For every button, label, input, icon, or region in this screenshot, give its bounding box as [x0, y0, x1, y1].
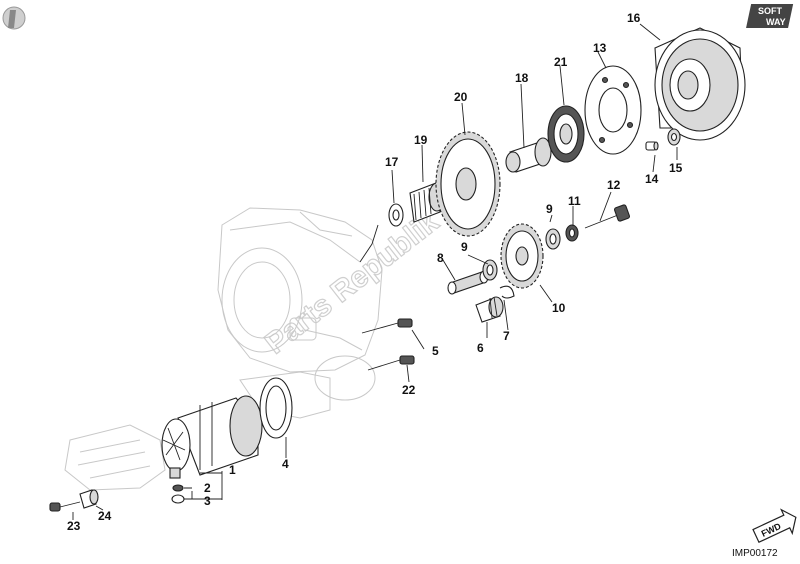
callout-11: 11 — [568, 194, 581, 208]
callout-9-upper: 9 — [546, 202, 553, 216]
callout-17: 17 — [385, 155, 399, 169]
fwd-arrow-icon: FWD — [752, 508, 797, 544]
callout-7: 7 — [503, 329, 510, 343]
washer-9-upper — [545, 228, 561, 250]
starter-motor — [161, 395, 263, 479]
logo-line2: WAY — [766, 17, 786, 27]
spacer-24 — [79, 489, 99, 509]
callout-3: 3 — [204, 494, 211, 508]
gear-10 — [500, 223, 544, 289]
callout-labels: 1 2 3 4 5 6 7 8 9 9 10 11 12 13 14 15 16… — [67, 11, 683, 533]
callout-16: 16 — [627, 11, 641, 25]
callout-20: 20 — [454, 90, 468, 104]
logo-line1: SOFT — [758, 6, 783, 16]
callout-4: 4 — [282, 457, 289, 471]
gear-20 — [435, 131, 501, 237]
callout-10: 10 — [552, 301, 566, 315]
softway-logo: SOFT WAY — [746, 4, 794, 28]
callout-18: 18 — [515, 71, 529, 85]
screw-5 — [361, 318, 413, 334]
washer-2 — [172, 484, 184, 492]
bushing-15 — [667, 128, 681, 146]
freewheel-21 — [547, 105, 585, 163]
washer-17 — [388, 203, 404, 227]
callout-23: 23 — [67, 519, 81, 533]
callout-19: 19 — [414, 133, 428, 147]
flange-13 — [584, 65, 642, 155]
shaft-8 — [447, 270, 489, 295]
bolt-12 — [584, 204, 631, 229]
hub-18 — [505, 137, 552, 173]
callout-1: 1 — [229, 463, 236, 477]
callout-15: 15 — [669, 161, 683, 175]
clip-7 — [499, 285, 515, 299]
drawing-code: IMP00172 — [732, 548, 778, 559]
callout-8: 8 — [437, 251, 444, 265]
gasket-4 — [259, 377, 293, 439]
callout-2: 2 — [204, 481, 211, 495]
washer-11 — [565, 224, 579, 242]
callout-24: 24 — [98, 509, 112, 523]
callout-6: 6 — [477, 341, 484, 355]
washer-9-lower — [482, 259, 498, 281]
corner-mark-icon — [2, 6, 26, 30]
screw-23 — [49, 501, 81, 512]
rotor-16 — [654, 27, 746, 141]
callout-5: 5 — [432, 344, 439, 358]
leader-lines — [72, 23, 678, 520]
washer-3 — [171, 494, 185, 504]
callout-22: 22 — [402, 383, 416, 397]
callout-9-lower: 9 — [461, 240, 468, 254]
dowel-14 — [645, 141, 659, 151]
callout-14: 14 — [645, 172, 659, 186]
callout-13: 13 — [593, 41, 607, 55]
pinion-gear-6 — [475, 296, 504, 323]
screw-22 — [367, 355, 415, 371]
callout-12: 12 — [607, 178, 621, 192]
callout-21: 21 — [554, 55, 568, 69]
